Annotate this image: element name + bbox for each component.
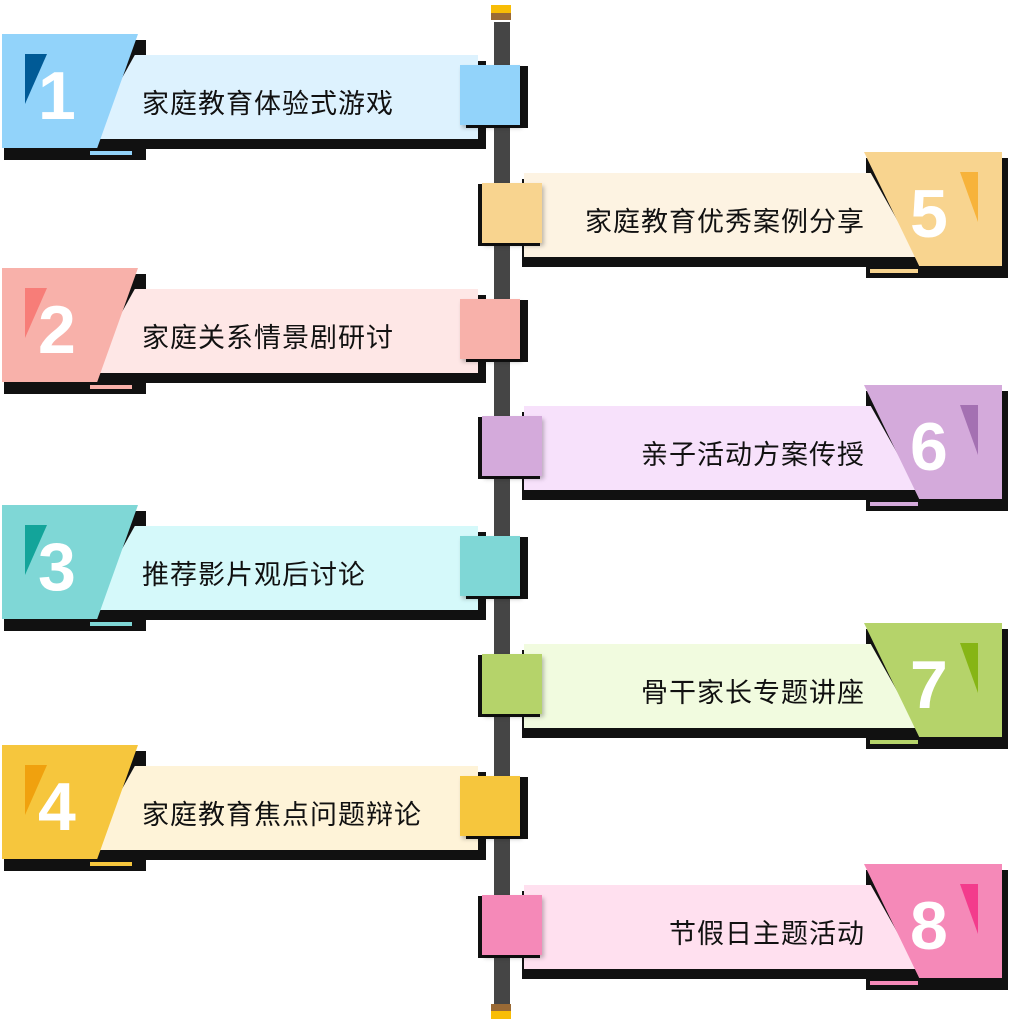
item-number: 6 [910,409,948,485]
connector-square [460,299,520,359]
badge-underline [870,269,918,273]
timeline-top-cap-base [491,13,511,20]
item-label: 家庭教育体验式游戏 [142,89,394,120]
connector-square [460,65,520,125]
badge-underline [90,862,132,866]
item-label: 推荐影片观后讨论 [142,560,366,591]
badge-underline [870,740,918,744]
badge-underline [90,385,132,389]
timeline-item-1: 1 家庭教育体验式游戏 [0,34,1013,160]
item-number: 3 [38,529,76,605]
banner [88,526,478,610]
item-label: 骨干家长专题讲座 [641,678,865,709]
item-label: 亲子活动方案传授 [641,440,865,471]
banner [88,55,478,139]
badge-underline [90,151,132,155]
item-number: 2 [38,292,76,368]
timeline-item-4: 4 家庭教育焦点问题辩论 [0,745,1013,871]
timeline-top-cap [491,5,511,13]
item-label: 节假日主题活动 [669,919,865,950]
item-label: 家庭教育优秀案例分享 [585,207,865,238]
banner [524,885,918,969]
item-number: 1 [38,58,76,134]
banner [88,766,478,850]
banner [524,173,918,257]
banner [524,406,918,490]
connector-square [482,416,542,476]
connector-square [460,536,520,596]
timeline-item-2: 2 家庭关系情景剧研讨 [0,268,1013,394]
connector-square [482,183,542,243]
timeline-bottom-cap [491,1011,511,1019]
badge-underline [870,981,918,985]
banner [88,289,478,373]
item-number: 7 [910,647,948,723]
item-label: 家庭教育焦点问题辩论 [142,800,422,831]
connector-square [460,776,520,836]
timeline-item-3: 3 推荐影片观后讨论 [0,505,1013,631]
timeline-item-8: 8 节假日主题活动 [0,864,1013,990]
connector-square [482,895,542,955]
item-number: 4 [38,769,76,845]
timeline-bottom-cap-base [491,1004,511,1011]
banner [524,644,918,728]
timeline-item-5: 5 家庭教育优秀案例分享 [0,152,1013,278]
badge-underline [90,622,132,626]
timeline-item-6: 6 亲子活动方案传授 [0,385,1013,511]
item-number: 8 [910,888,948,964]
connector-square [482,654,542,714]
timeline-item-7: 7 骨干家长专题讲座 [0,623,1013,749]
badge-underline [870,502,918,506]
item-label: 家庭关系情景剧研讨 [142,323,394,354]
item-number: 5 [910,176,948,252]
timeline-bar [494,22,510,1004]
